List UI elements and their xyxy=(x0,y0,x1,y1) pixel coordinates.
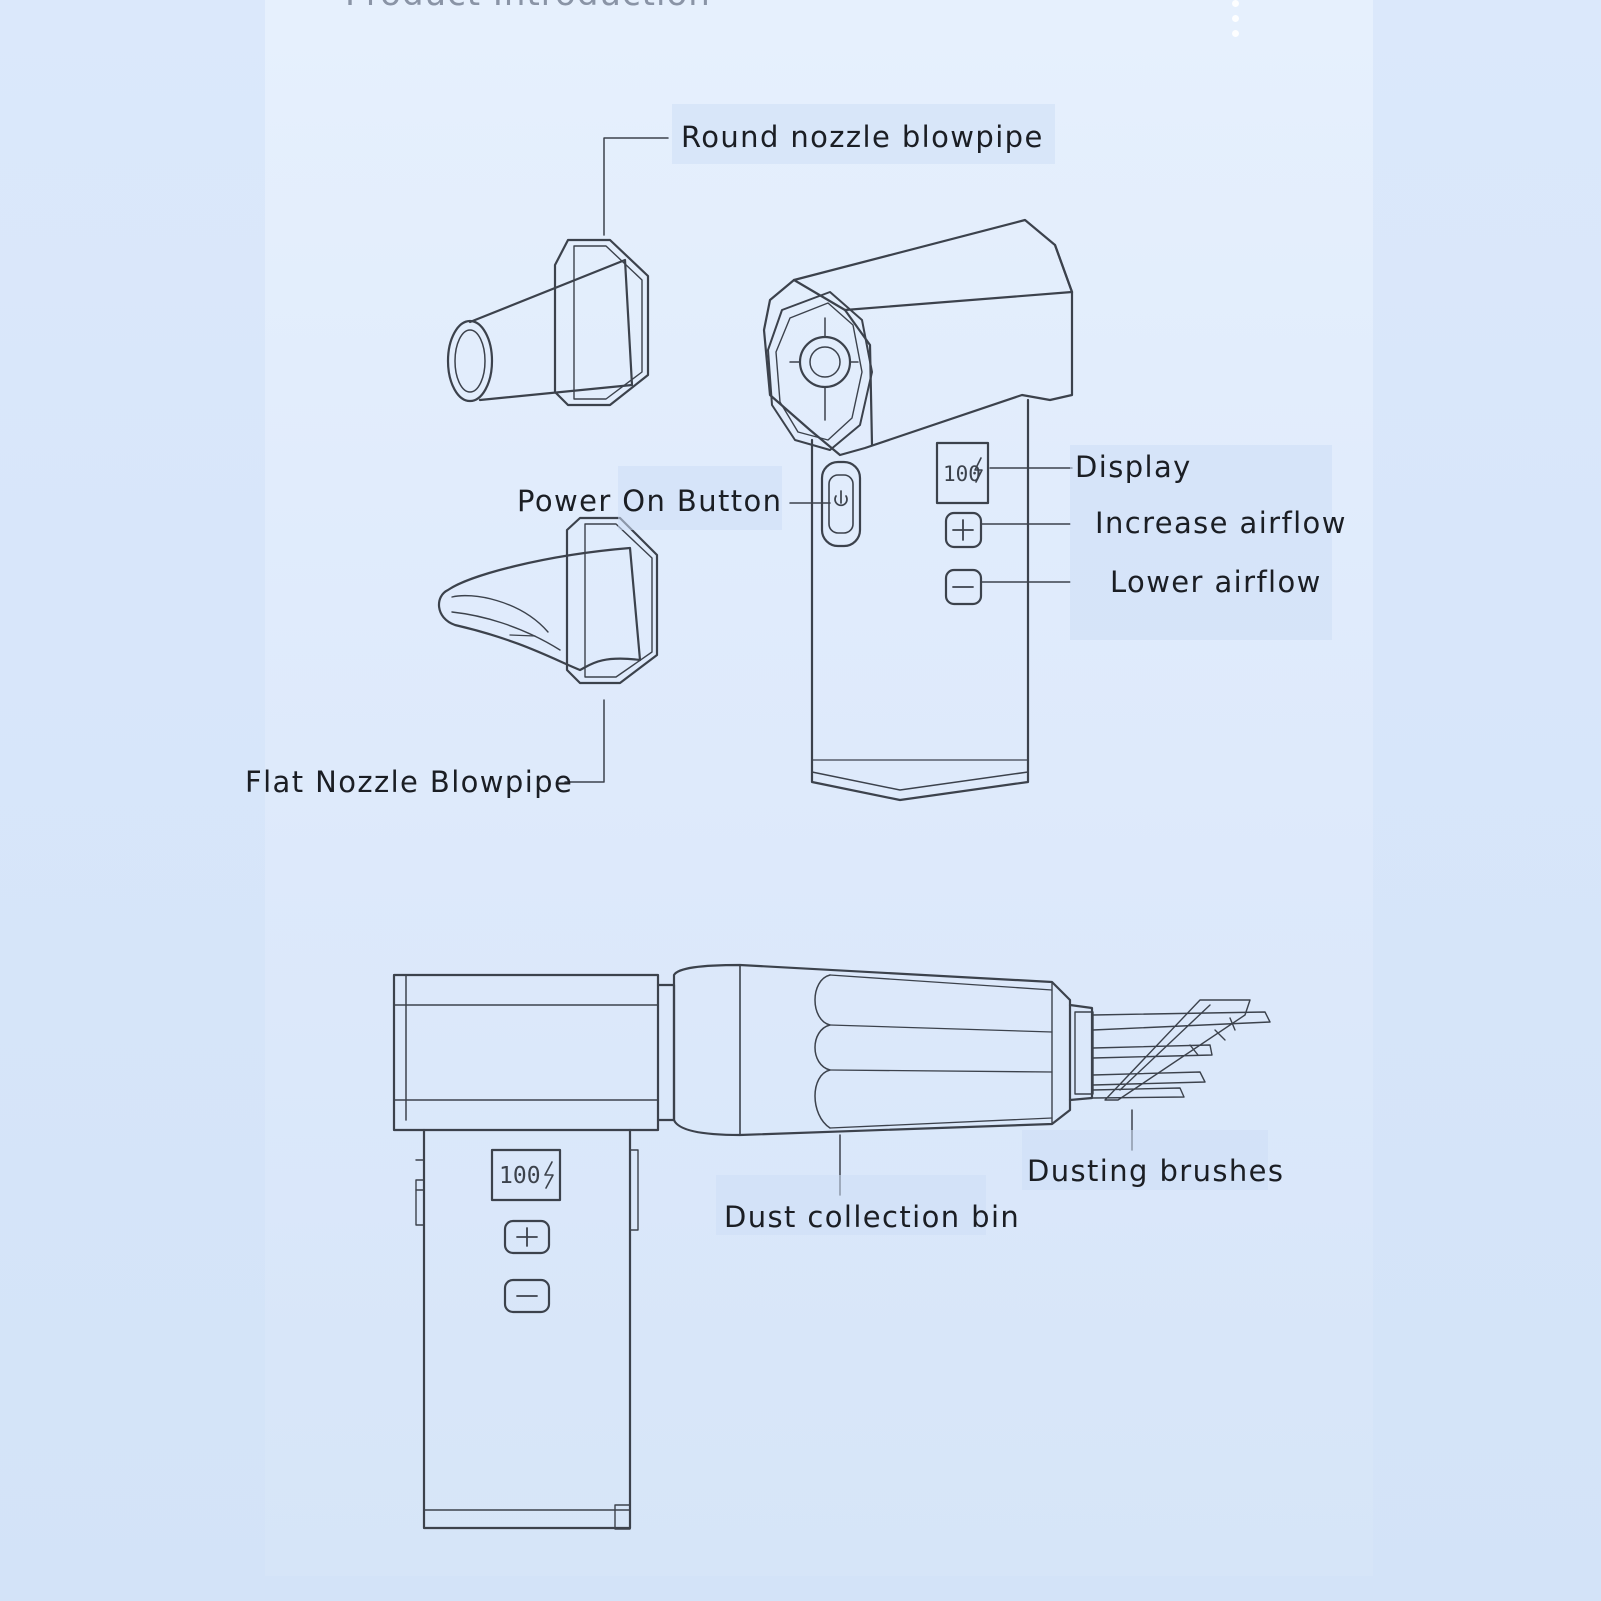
label-lower-airflow: Lower airflow xyxy=(1110,565,1322,599)
label-dust-bin: Dust collection bin xyxy=(724,1200,1020,1234)
round-nozzle-illustration xyxy=(448,240,648,405)
label-power-button: Power On Button xyxy=(517,484,782,518)
leader-round-nozzle xyxy=(604,138,668,235)
side-blower-illustration: 100 xyxy=(394,965,1270,1529)
label-flat-nozzle: Flat Nozzle Blowpipe xyxy=(245,765,573,799)
upright-blower-illustration: 100 xyxy=(764,220,1072,800)
label-display: Display xyxy=(1075,450,1192,484)
display-readout-bottom: 100 xyxy=(499,1163,541,1189)
label-round-nozzle: Round nozzle blowpipe xyxy=(681,120,1044,154)
label-dusting-brushes: Dusting brushes xyxy=(1027,1154,1284,1188)
flat-nozzle-illustration xyxy=(439,518,657,683)
display-readout-top: 100 xyxy=(943,462,981,486)
label-increase-airflow: Increase airflow xyxy=(1095,506,1347,540)
